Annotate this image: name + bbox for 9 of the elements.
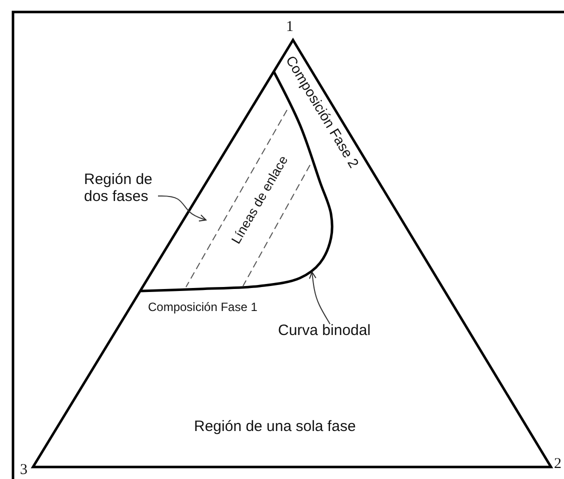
callout-text: Región de dos fases [84,172,158,205]
vertex-label: 2 [554,456,562,472]
leader-arrow [309,272,330,324]
vertex-label: 1 [286,19,294,36]
leader-arrow [158,196,206,222]
vertex-label: 3 [20,462,28,478]
callout-text: Curva binodal [278,323,371,340]
region-label: Región de una sola fase [194,419,356,436]
phase-label: Composición Fase 1 [148,301,258,314]
